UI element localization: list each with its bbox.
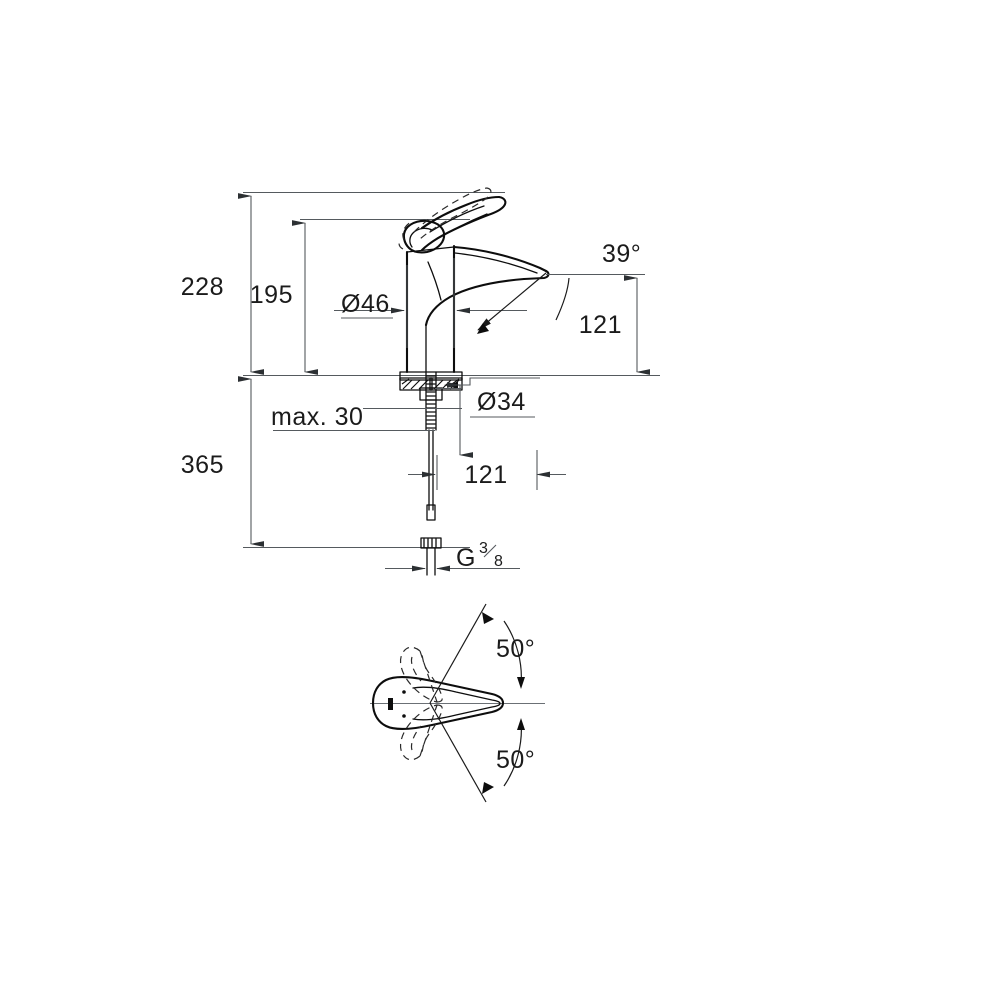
plan-swivel-upper-ghost-b — [419, 650, 443, 703]
plan-swivel-lower-ghost-a — [399, 704, 438, 761]
plan-aerator-slot — [388, 698, 393, 710]
handle-hub — [402, 219, 446, 254]
plan-detail-dot-bottom — [402, 714, 406, 718]
dimension-365-label: 365 — [181, 451, 224, 479]
swivel-upper-arrowhead — [482, 612, 494, 624]
body-shoulder-seam — [427, 261, 442, 301]
lever-arm-lower — [420, 213, 490, 252]
shank-thread-ticks — [426, 375, 436, 429]
dimension-121-v-label: 121 — [579, 311, 622, 339]
swivel-upper-ray — [429, 603, 487, 704]
lever-arm-seam-2 — [431, 213, 488, 243]
lever-arm-upper — [420, 195, 501, 230]
swivel-lower-arrowhead — [482, 782, 494, 794]
dimension-39-label: 39° — [602, 240, 641, 268]
angle-39-leader-a — [477, 272, 547, 331]
dimension-max30-label: max. 30 — [271, 403, 363, 431]
dimension-diameter-34: Ø34 — [444, 377, 540, 418]
swivel-lower-arc-arrowhead — [517, 718, 525, 730]
side-elevation-view: 228 195 365 Ø46 39° — [181, 187, 660, 576]
dimension-max-30: max. 30 — [271, 382, 473, 458]
thread-denominator-label: 8 — [494, 553, 503, 570]
dimension-thread-g38: G 3 8 — [385, 540, 520, 572]
dimension-angle-39: 39° — [477, 240, 645, 334]
dimension-46-label: Ø46 — [341, 290, 390, 318]
lever-arm-seam — [429, 205, 485, 233]
swivel-upper-label: 50° — [496, 635, 535, 663]
thread-g-label: G — [456, 544, 476, 572]
handle-hub-detail — [409, 227, 433, 248]
dimension-diameter-46: Ø46 — [334, 258, 527, 348]
dimension-365: 365 — [181, 376, 264, 547]
dimension-195-label: 195 — [250, 281, 293, 309]
dimension-228: 228 — [181, 193, 264, 375]
top-plan-view: 50° 50° — [370, 603, 545, 803]
dimension-121-vertical: 121 — [579, 275, 650, 375]
plan-spout-inner — [412, 686, 501, 721]
dia-34-leader — [455, 377, 540, 386]
lever-raised-ghost-hub-2 — [398, 239, 404, 250]
spout-nose — [522, 269, 550, 281]
mounting-hardware — [399, 371, 463, 576]
plan-swivel-upper-ghost-seam — [410, 656, 422, 682]
shank-walls — [425, 371, 437, 431]
faucet-body-geometry — [398, 187, 550, 374]
spout-seam-line — [454, 252, 538, 274]
angle-39-arrowhead — [477, 323, 489, 334]
thread-numerator-label: 3 — [479, 540, 488, 557]
swivel-upper-arc-arrowhead — [517, 677, 525, 689]
lever-raised-ghost-upper — [413, 187, 488, 233]
swivel-lower-ray — [429, 702, 487, 803]
lever-raised-ghost-hub — [402, 221, 412, 241]
hose-sleeve — [426, 504, 436, 521]
plan-detail-dot-top — [402, 690, 406, 694]
lever-raised-ghost-lower — [419, 187, 492, 240]
lever-arm-tip — [486, 195, 507, 217]
fitting-thread-ticks — [423, 538, 437, 548]
plan-swivel-lower-ghost-seam — [410, 725, 422, 751]
dimension-121-horizontal: 121 — [408, 450, 566, 490]
connection-hose — [428, 429, 434, 511]
dimension-228-label: 228 — [181, 273, 224, 301]
swivel-lower-label: 50° — [496, 746, 535, 774]
dimension-34-label: Ø34 — [477, 388, 526, 416]
plan-swivel-upper-ghost-a — [399, 646, 438, 703]
lock-nut — [419, 387, 443, 401]
plan-swivel-lower-ghost-b — [419, 704, 443, 757]
hose-end-fitting — [420, 537, 442, 549]
angle-39-arc — [555, 277, 570, 321]
spout-upper-surface — [452, 245, 548, 273]
dimension-121-h-label: 121 — [464, 461, 507, 489]
dimension-195: 195 — [250, 220, 318, 375]
spout-underside — [424, 277, 526, 327]
thread-fraction-slash — [483, 544, 497, 558]
fitting-tail — [426, 547, 436, 576]
plan-spout-outline — [371, 676, 505, 730]
